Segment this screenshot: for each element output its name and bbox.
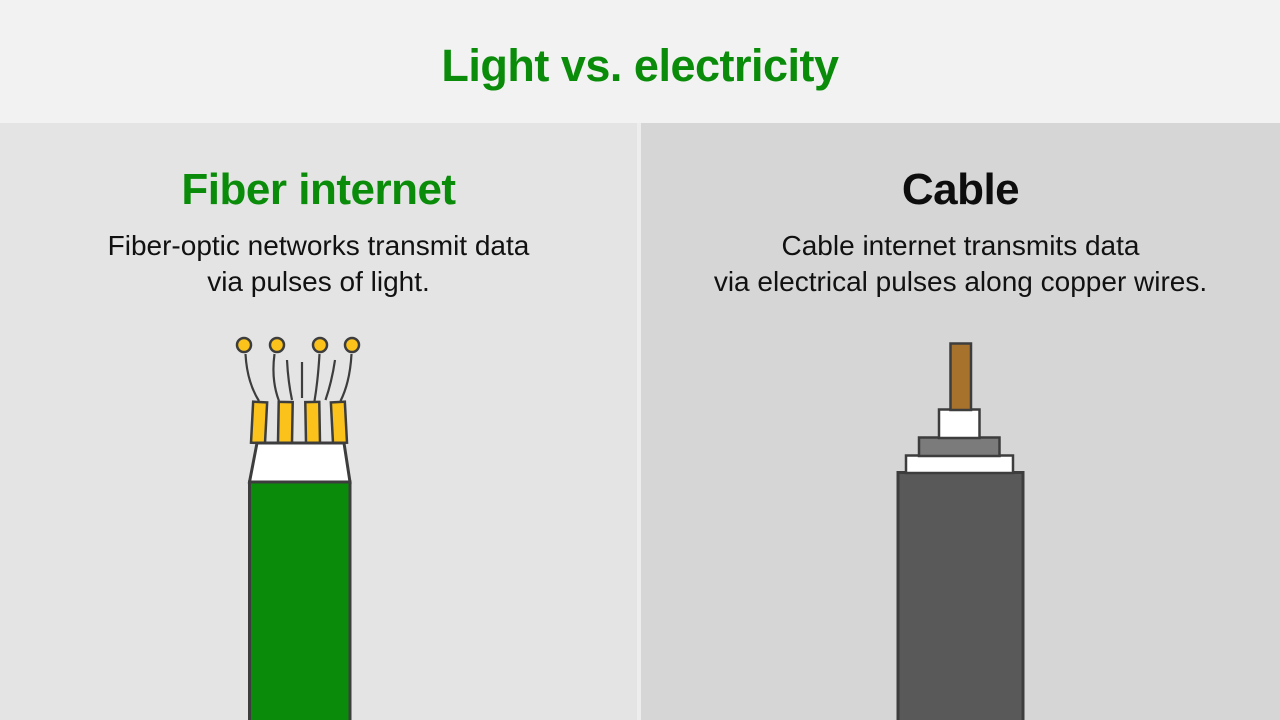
fiber-panel-title: Fiber internet [181, 165, 456, 214]
buffer-tubes [249, 400, 349, 445]
coax-dielectric [937, 408, 981, 440]
coax-outer-jacket [896, 471, 1025, 720]
fiber-panel: Fiber internet Fiber-optic networks tran… [0, 123, 637, 720]
fiber-strands [244, 353, 353, 402]
coax-shield [917, 436, 1001, 458]
copper-core [949, 342, 973, 412]
cable-sheath-wedge [247, 441, 352, 484]
coax-inner-sheath [904, 454, 1015, 475]
cable-panel: Cable Cable internet transmits data via … [641, 123, 1280, 720]
page-title: Light vs. electricity [441, 39, 839, 91]
cable-panel-description: Cable internet transmits data via electr… [713, 230, 1208, 297]
fiber-panel-description: Fiber-optic networks transmit data via p… [107, 230, 530, 297]
fiber-cable-jacket [248, 480, 352, 720]
panel-divider [637, 123, 641, 720]
comparison-panels: Fiber internet Fiber-optic networks tran… [0, 123, 1280, 720]
header: Light vs. electricity [0, 0, 1280, 123]
cable-panel-title: Cable [901, 165, 1020, 214]
fiber-tips [235, 336, 361, 354]
